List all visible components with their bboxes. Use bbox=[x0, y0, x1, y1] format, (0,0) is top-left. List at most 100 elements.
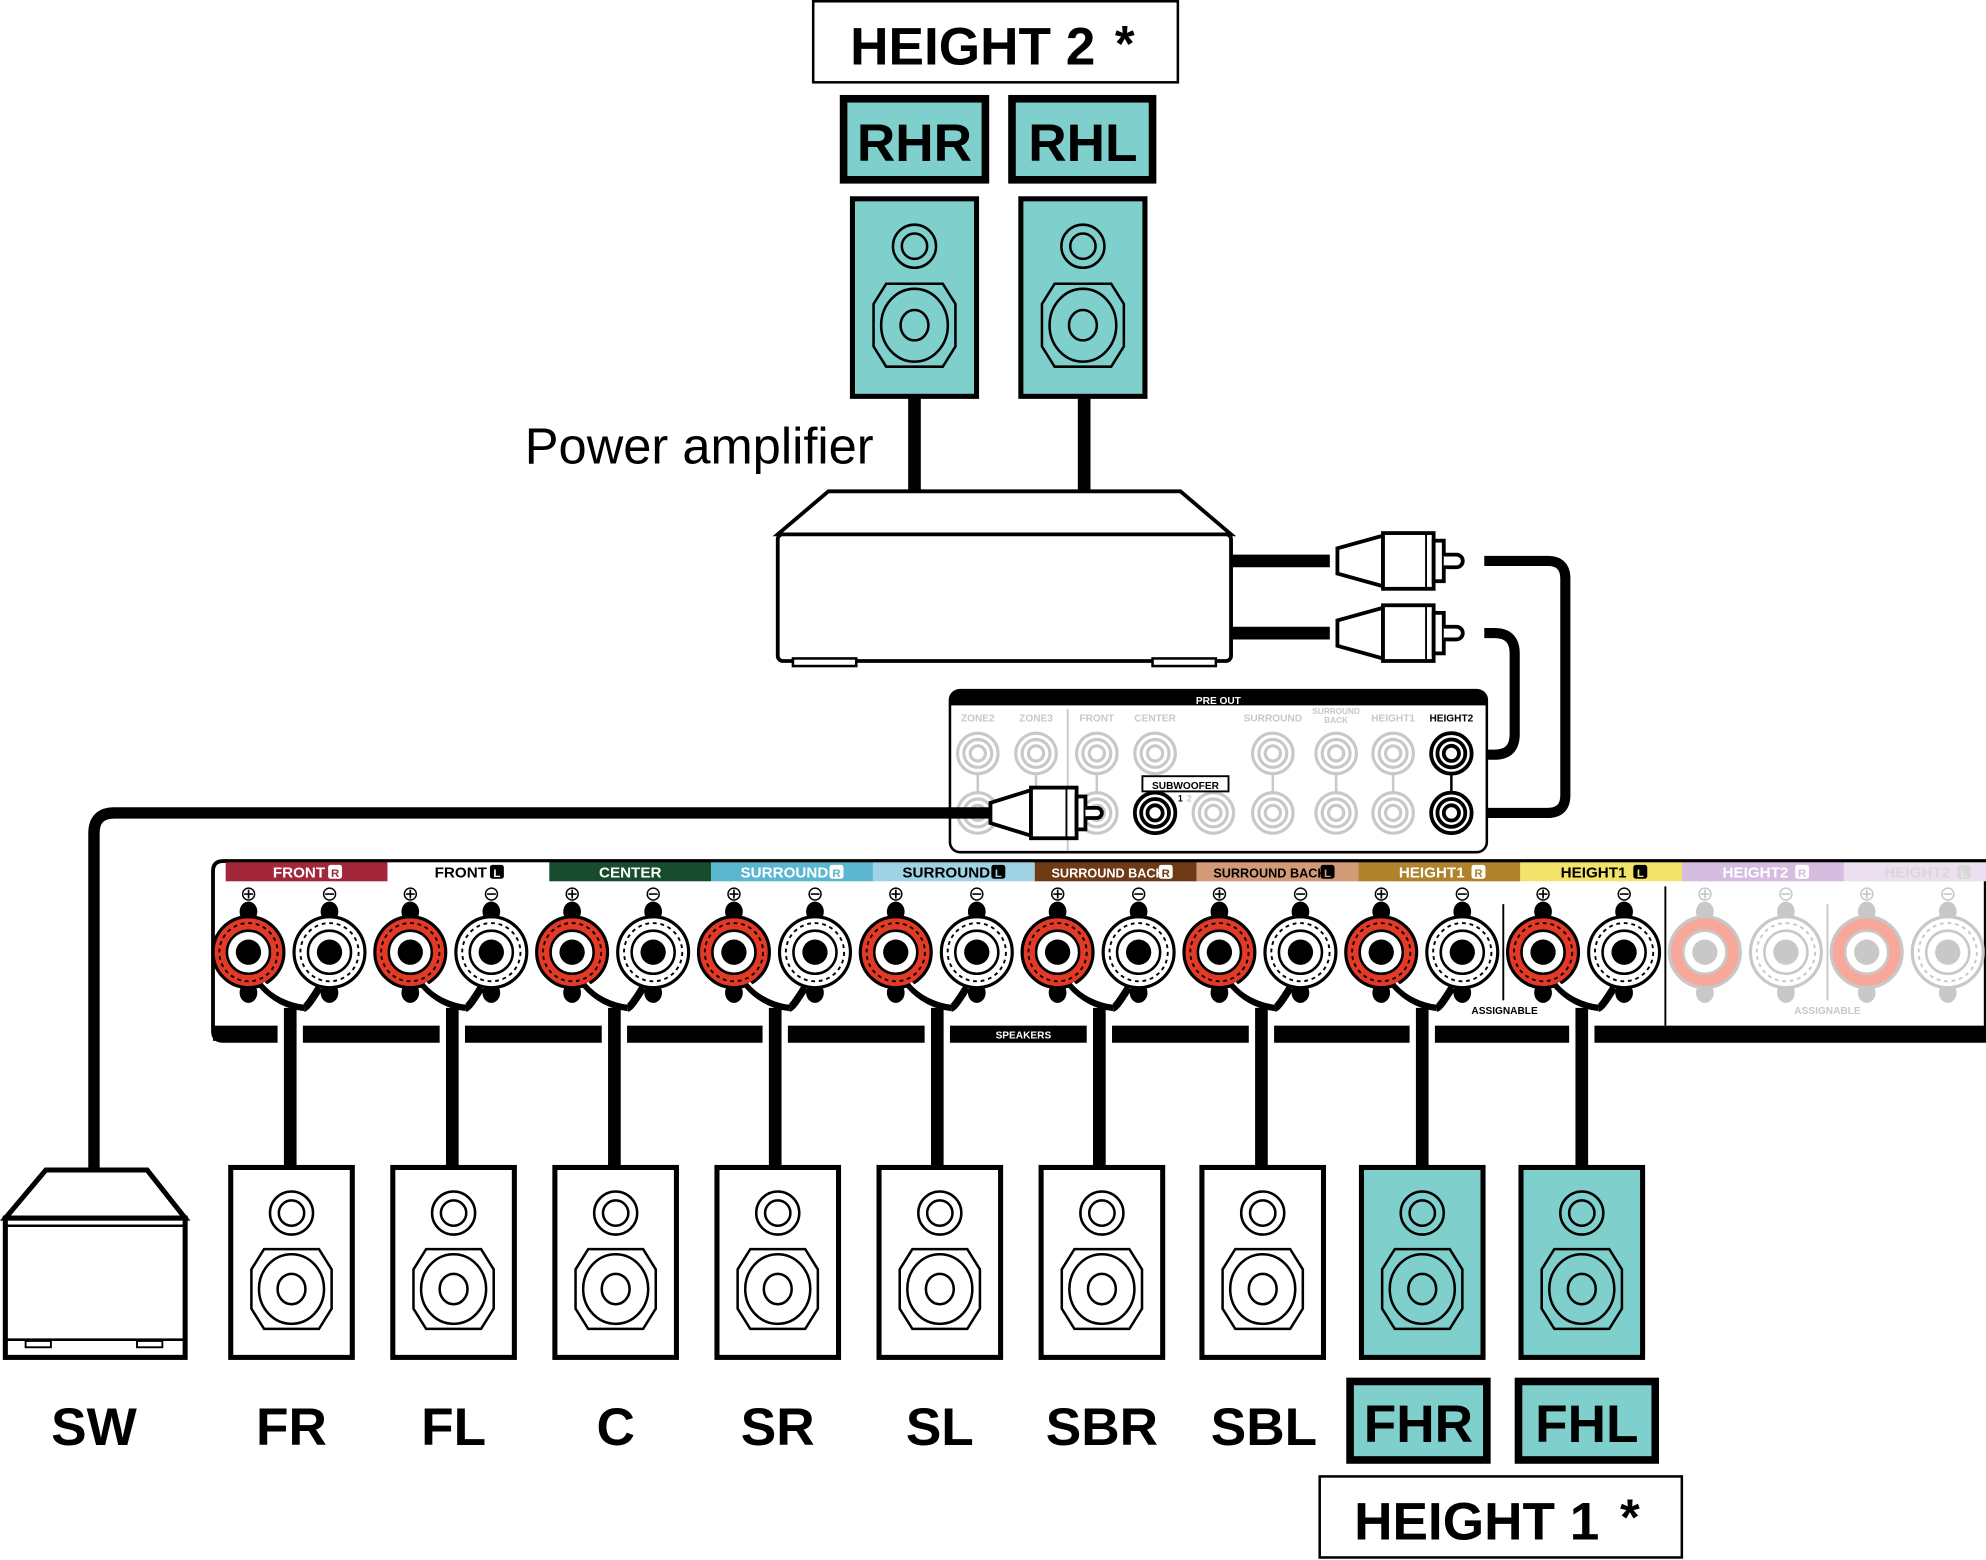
rca-plug-top bbox=[1337, 533, 1462, 589]
fl-label: FL bbox=[421, 1398, 486, 1457]
svg-text:RHR: RHR bbox=[857, 114, 972, 173]
subwoofer-label: SUBWOOFER bbox=[1152, 781, 1220, 792]
subwoofer-1-jack[interactable] bbox=[1135, 793, 1176, 834]
fhr-speaker bbox=[1361, 1167, 1483, 1357]
power-amplifier-label: Power amplifier bbox=[525, 417, 874, 474]
svg-text:FRONT: FRONT bbox=[273, 864, 326, 881]
c-speaker bbox=[555, 1167, 677, 1357]
pre-out-jack[interactable] bbox=[1373, 793, 1414, 834]
speakers-label: SPEAKERS bbox=[996, 1030, 1052, 1041]
rca-plug-bottom bbox=[1337, 605, 1462, 661]
channel-label-height2-r: HEIGHT2 R bbox=[1682, 862, 1844, 881]
pre-out-label: FRONT bbox=[1079, 714, 1115, 725]
svg-text:BACK: BACK bbox=[1324, 716, 1348, 725]
sl-label: SL bbox=[906, 1398, 974, 1457]
svg-text:L: L bbox=[493, 868, 500, 880]
fhl-speaker bbox=[1521, 1167, 1643, 1357]
pre-out-jack[interactable] bbox=[1016, 733, 1057, 774]
fr-label: FR bbox=[256, 1398, 327, 1457]
svg-text:L: L bbox=[1324, 868, 1331, 880]
assignable-label-1: ASSIGNABLE bbox=[1471, 1006, 1538, 1017]
rhr-speaker bbox=[852, 199, 976, 397]
sr-speaker bbox=[717, 1167, 839, 1357]
svg-text:L: L bbox=[995, 868, 1002, 880]
sl-speaker bbox=[879, 1167, 1001, 1357]
pre-out-jack[interactable] bbox=[1077, 733, 1118, 774]
height1-title: HEIGHT 1 bbox=[1354, 1493, 1599, 1552]
channel-label-surround-l: SURROUND L bbox=[873, 862, 1035, 881]
sr-label: SR bbox=[741, 1398, 815, 1457]
svg-text:CENTER: CENTER bbox=[599, 864, 661, 881]
c-label: C bbox=[596, 1398, 634, 1457]
power-amplifier bbox=[778, 491, 1231, 666]
fhl-label: FHL bbox=[1518, 1381, 1655, 1460]
assignable-label-2: ASSIGNABLE bbox=[1794, 1006, 1861, 1017]
svg-text:R: R bbox=[1474, 868, 1482, 880]
height2-title: HEIGHT 2 bbox=[850, 18, 1095, 77]
fhr-label: FHR bbox=[1350, 1381, 1487, 1460]
subwoofer-num-2: 2 bbox=[1187, 794, 1192, 804]
svg-text:FHL: FHL bbox=[1535, 1395, 1638, 1454]
channel-label-surround-back-r: SURROUND BACKR bbox=[1035, 862, 1197, 881]
svg-text:R: R bbox=[331, 868, 339, 880]
pre-out-title: PRE OUT bbox=[1196, 696, 1242, 707]
pre-out-jack[interactable] bbox=[958, 733, 999, 774]
channel-label-front-l: FRONT L bbox=[387, 862, 549, 881]
sbr-speaker bbox=[1041, 1167, 1163, 1357]
channel-label-height1-l: HEIGHT1 L bbox=[1520, 862, 1682, 881]
subwoofer bbox=[5, 1170, 185, 1357]
channel-label-front-r: FRONT R bbox=[226, 862, 388, 881]
pre-out-jack[interactable] bbox=[1253, 733, 1294, 774]
height2-group-label: HEIGHT 2 * bbox=[813, 1, 1178, 82]
rhr-label: RHR bbox=[844, 99, 986, 180]
pre-out-jack[interactable] bbox=[1316, 733, 1357, 774]
sbl-label: SBL bbox=[1211, 1398, 1317, 1457]
pre-out-jack[interactable] bbox=[1431, 793, 1472, 834]
rhl-speaker bbox=[1021, 199, 1145, 397]
pre-out-jack[interactable] bbox=[1316, 793, 1357, 834]
pre-out-label: ZONE3 bbox=[1019, 714, 1053, 725]
sw-label: SW bbox=[51, 1398, 137, 1457]
svg-text:FRONT: FRONT bbox=[435, 864, 488, 881]
sbr-label: SBR bbox=[1046, 1398, 1158, 1457]
svg-text:SURROUND BACK: SURROUND BACK bbox=[1051, 867, 1165, 881]
pre-out-jack[interactable] bbox=[1373, 733, 1414, 774]
channel-label-height2-l: HEIGHT2L bbox=[1844, 862, 1986, 881]
svg-text:SURROUND BACK: SURROUND BACK bbox=[1213, 867, 1327, 881]
asterisk: * bbox=[1115, 15, 1135, 72]
svg-text:HEIGHT2: HEIGHT2 bbox=[1884, 864, 1950, 881]
svg-text:SURROUND: SURROUND bbox=[902, 864, 990, 881]
svg-text:HEIGHT2: HEIGHT2 bbox=[1722, 864, 1788, 881]
svg-text:R: R bbox=[1162, 868, 1170, 880]
svg-text:HEIGHT1: HEIGHT1 bbox=[1399, 864, 1465, 881]
pre-out-jack[interactable] bbox=[1135, 733, 1176, 774]
svg-text:HEIGHT1: HEIGHT1 bbox=[1561, 864, 1627, 881]
pre-out-label: HEIGHT1 bbox=[1371, 714, 1415, 725]
pre-out-jack[interactable] bbox=[1431, 733, 1472, 774]
subwoofer-2-jack[interactable] bbox=[1193, 793, 1234, 834]
channel-label-center: CENTER bbox=[549, 862, 711, 881]
fr-speaker bbox=[231, 1167, 353, 1357]
fl-speaker bbox=[393, 1167, 515, 1357]
channel-label-height1-r: HEIGHT1 R bbox=[1358, 862, 1520, 881]
svg-text:RHL: RHL bbox=[1028, 114, 1137, 173]
svg-text:L: L bbox=[1637, 868, 1644, 880]
pre-out-jack[interactable] bbox=[1253, 793, 1294, 834]
height1-group-label: HEIGHT 1 * bbox=[1320, 1476, 1682, 1557]
pre-out-label: ZONE2 bbox=[961, 714, 995, 725]
pre-out-label: SURROUND bbox=[1312, 707, 1360, 716]
svg-text:R: R bbox=[1798, 868, 1806, 880]
sbl-speaker bbox=[1202, 1167, 1324, 1357]
subwoofer-num-1: 1 bbox=[1178, 794, 1183, 804]
rhl-label: RHL bbox=[1012, 99, 1153, 180]
channel-label-surround-back-l: SURROUND BACKL bbox=[1197, 862, 1359, 881]
pre-out-label: HEIGHT2 bbox=[1429, 714, 1473, 725]
svg-text:R: R bbox=[832, 868, 840, 880]
asterisk: * bbox=[1620, 1489, 1640, 1546]
svg-text:FHR: FHR bbox=[1364, 1395, 1473, 1454]
svg-text:SURROUND: SURROUND bbox=[741, 864, 829, 881]
channel-label-surround-r: SURROUNDR bbox=[711, 862, 873, 881]
pre-out-label: CENTER bbox=[1134, 714, 1176, 725]
pre-out-label: SURROUND bbox=[1244, 714, 1302, 725]
